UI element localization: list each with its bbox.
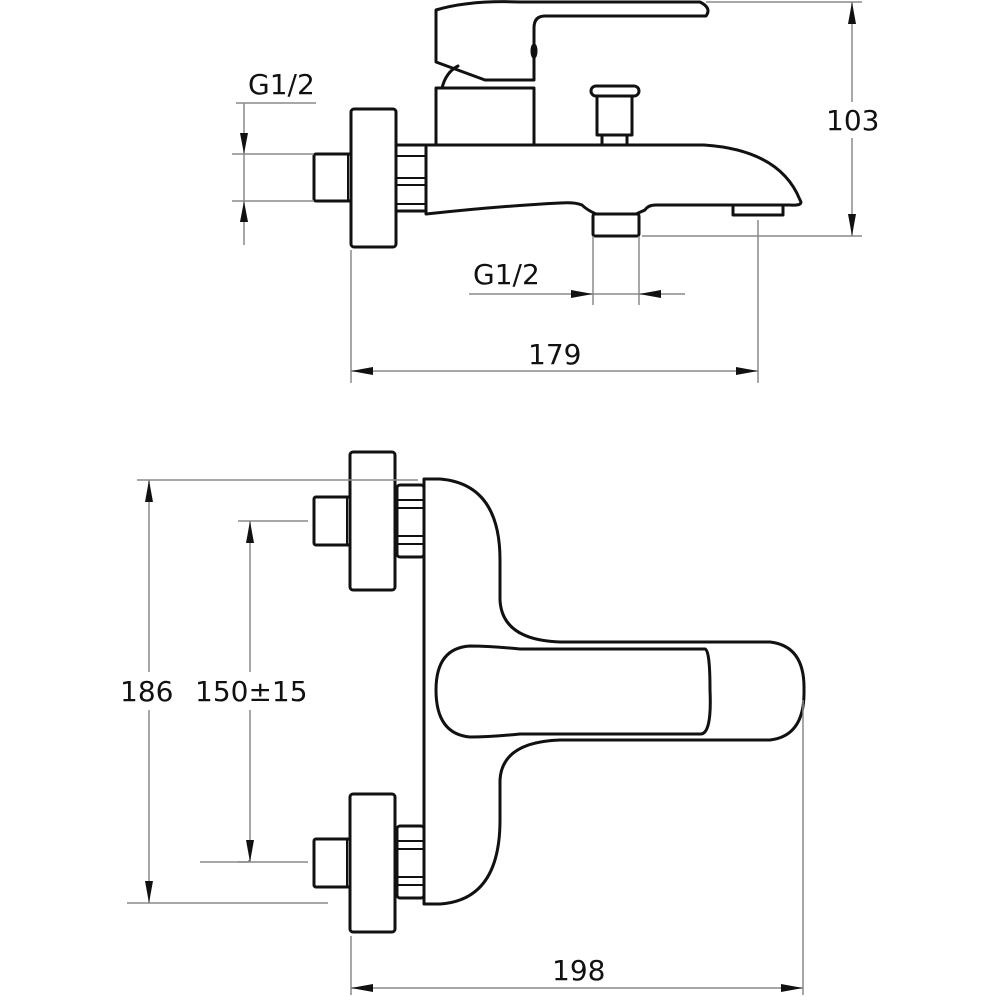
inlet-thread-label: G1/2 [248,68,315,101]
upper-connector-nut [395,483,426,559]
aerator [731,203,785,217]
lever-top [434,644,712,739]
dim-outlet-thread: G1/2 [469,236,685,305]
height-label: 103 [826,104,879,137]
lower-flange [348,792,397,934]
upper-eccentric [312,495,352,547]
eccentric-inlet [312,152,353,203]
lever-pivot [530,43,538,59]
spout-body [424,143,803,216]
dim-center-distance: 150±15 [195,520,308,863]
wall-flange [349,107,398,249]
overall-height-label: 186 [120,675,173,708]
center-distance-label: 150±15 [195,675,308,708]
dim-depth: 179 [350,220,759,383]
top-view: 186 150±15 198 [120,450,806,995]
lever-neck [440,64,460,90]
dim-inlet-thread: G1/2 [232,68,316,245]
dim-overall-height: 186 [120,479,418,904]
dim-height: 103 [642,1,879,237]
depth-label: 179 [528,338,581,371]
cartridge-body [434,86,536,147]
hand-shower-outlet [591,212,641,238]
side-view: G1/2 103 G1/2 179 [232,0,879,383]
diverter-knob [595,93,634,137]
width-label: 198 [552,954,605,987]
lower-connector-nut [395,824,426,900]
upper-flange [348,450,397,592]
lower-eccentric [312,837,352,889]
dim-width: 198 [350,700,804,995]
outlet-thread-label: G1/2 [473,258,540,291]
diverter-cap [589,84,641,98]
lever-handle [434,0,710,82]
